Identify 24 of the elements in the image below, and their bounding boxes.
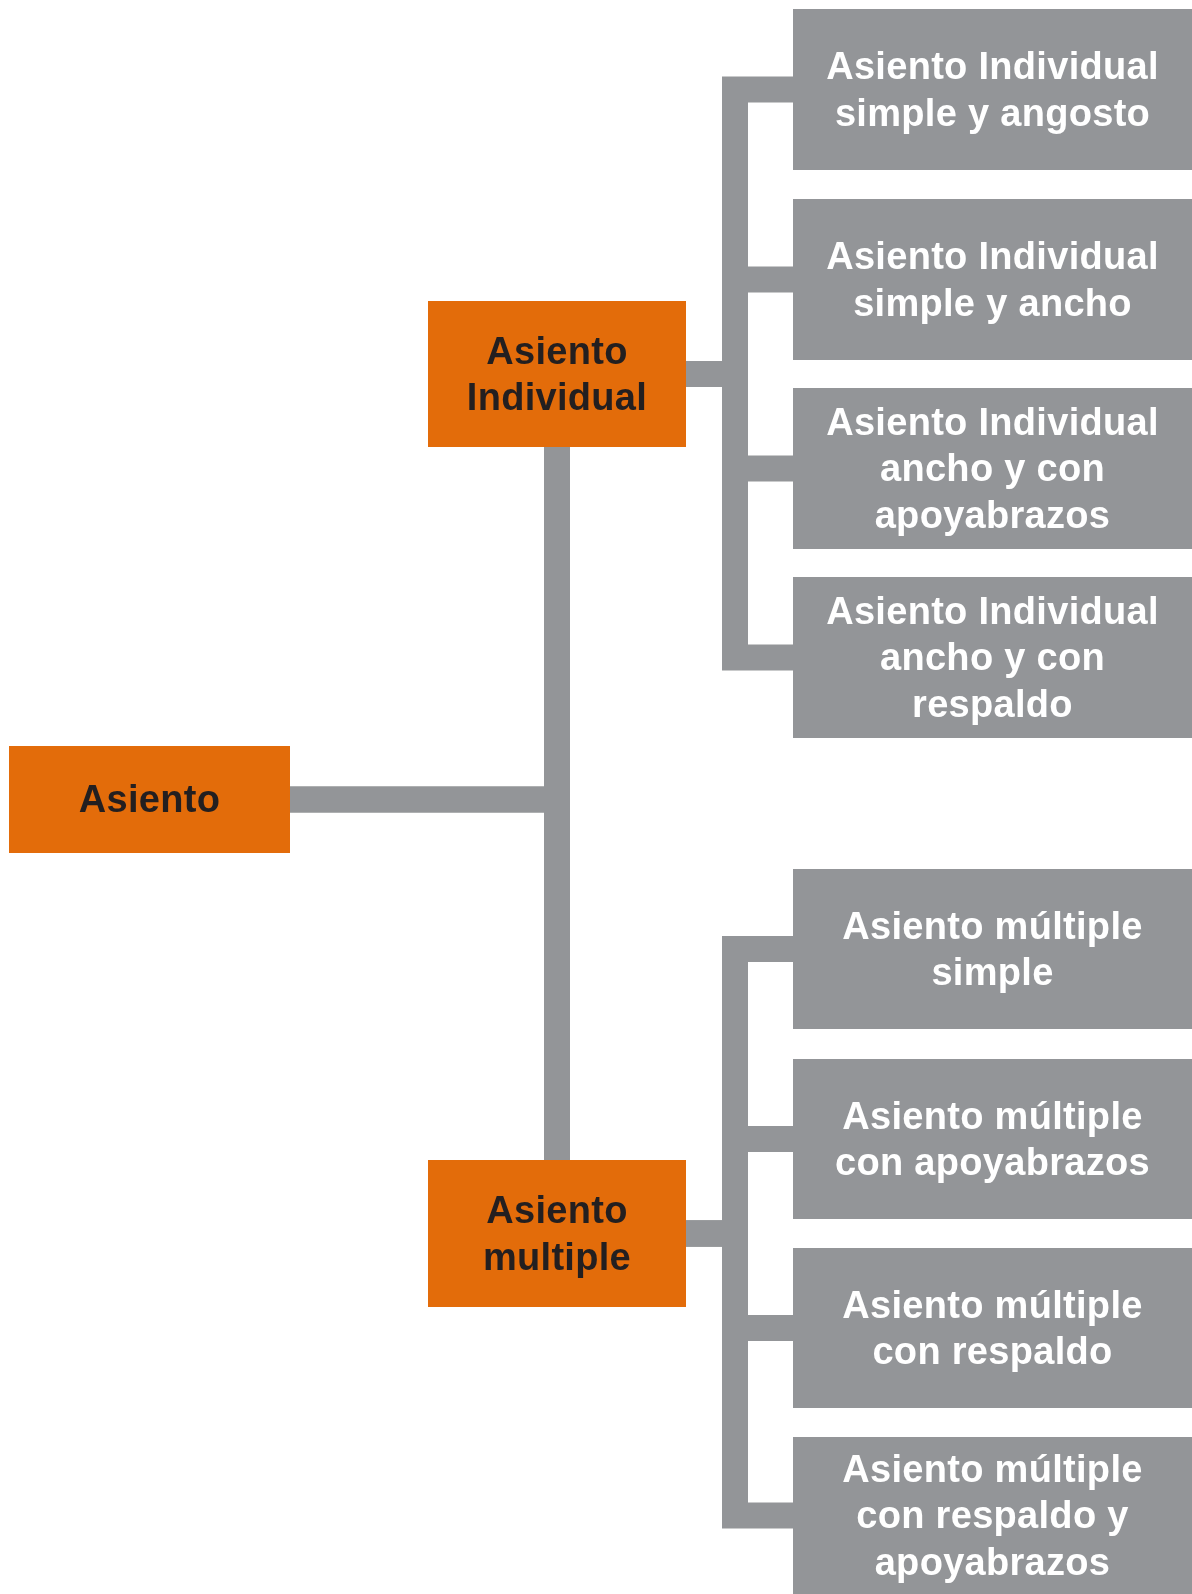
box-label: Asiento Individual [465,328,649,420]
box-label: Asiento Individual ancho y con apoyabrazos [825,399,1160,538]
subcategory-box [793,1248,1192,1408]
subcategory-box [793,9,1192,170]
box-label: Asiento múltiple con apoyabrazos [834,1093,1151,1185]
box-label: Asiento múltiple con respaldo [841,1282,1144,1374]
connector-line [686,1220,793,1529]
box-label: Asiento [78,777,221,823]
box-label: Asiento múltiple con respaldo y apoyabrazos [841,1446,1144,1585]
box-label: Asiento Individual ancho y con respaldo [825,588,1160,727]
box-label: Asiento múltiple simple [841,903,1144,995]
subcategory-box [793,388,1192,549]
box-label: Asiento multiple [481,1188,633,1280]
category-box [428,301,686,447]
box-label: Asiento Individual simple y angosto [825,44,1160,136]
category-box [9,746,290,853]
box-label: Asiento Individual simple y ancho [825,234,1160,326]
connector-line [290,786,570,1160]
category-box [428,1160,686,1307]
subcategory-box [793,199,1192,360]
subcategory-box [793,1437,1192,1594]
subcategory-box [793,1059,1192,1219]
subcategory-box [793,577,1192,738]
subcategory-box [793,869,1192,1029]
